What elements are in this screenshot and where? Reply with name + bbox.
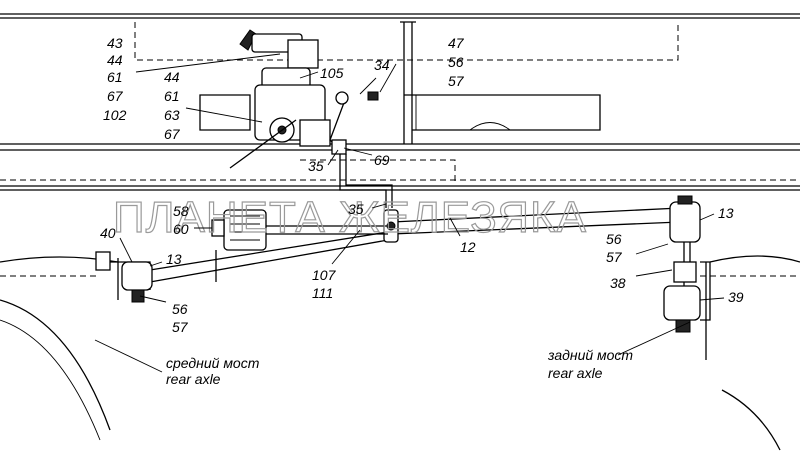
frame-rails xyxy=(0,13,800,191)
label-39: 39 xyxy=(728,289,744,305)
height-valve-assembly xyxy=(229,29,393,208)
label-60: 60 xyxy=(173,221,189,237)
label-35-b: 35 xyxy=(348,201,364,217)
label-61-b: 61 xyxy=(164,88,180,104)
part-labels: 43 44 61 67 102 44 61 63 67 105 34 47 56… xyxy=(100,35,744,335)
middle-axle-bracket xyxy=(0,251,153,441)
label-105: 105 xyxy=(320,65,344,81)
label-63: 63 xyxy=(164,107,180,123)
label-47: 47 xyxy=(448,35,465,51)
label-69: 69 xyxy=(374,152,390,168)
label-56-c: 56 xyxy=(606,231,622,247)
label-57-c: 57 xyxy=(606,249,623,265)
label-44: 44 xyxy=(107,52,123,68)
watermark-text: ПЛАНЕТА ЖЕЛЕЗЯКА xyxy=(113,193,587,242)
label-57: 57 xyxy=(448,73,465,89)
linkage-rods xyxy=(149,207,681,283)
label-56-b: 56 xyxy=(172,301,188,317)
label-43: 43 xyxy=(107,35,123,51)
label-107: 107 xyxy=(312,267,337,283)
rear-axle-bracket xyxy=(663,195,800,451)
leader-lines xyxy=(94,53,725,373)
label-35: 35 xyxy=(308,158,324,174)
label-44-b: 44 xyxy=(164,69,180,85)
rear-axle-ru: задний мост xyxy=(547,347,633,363)
label-38: 38 xyxy=(610,275,626,291)
label-56: 56 xyxy=(448,54,464,70)
rear-axle-en: rear axle xyxy=(548,365,603,381)
label-34: 34 xyxy=(374,57,390,73)
label-13-b: 13 xyxy=(718,205,734,221)
label-12: 12 xyxy=(460,239,476,255)
label-67-b: 67 xyxy=(164,126,181,142)
label-13: 13 xyxy=(166,251,182,267)
middle-axle-ru: средний мост xyxy=(166,355,260,371)
label-111: 111 xyxy=(312,285,333,301)
label-58: 58 xyxy=(173,203,189,219)
label-61: 61 xyxy=(107,69,123,85)
label-67: 67 xyxy=(107,88,124,104)
axle-captions: средний мост rear axle задний мост rear … xyxy=(166,347,633,387)
label-102: 102 xyxy=(103,107,127,123)
label-40: 40 xyxy=(100,225,116,241)
middle-axle-en: rear axle xyxy=(166,371,221,387)
label-57-b: 57 xyxy=(172,319,189,335)
